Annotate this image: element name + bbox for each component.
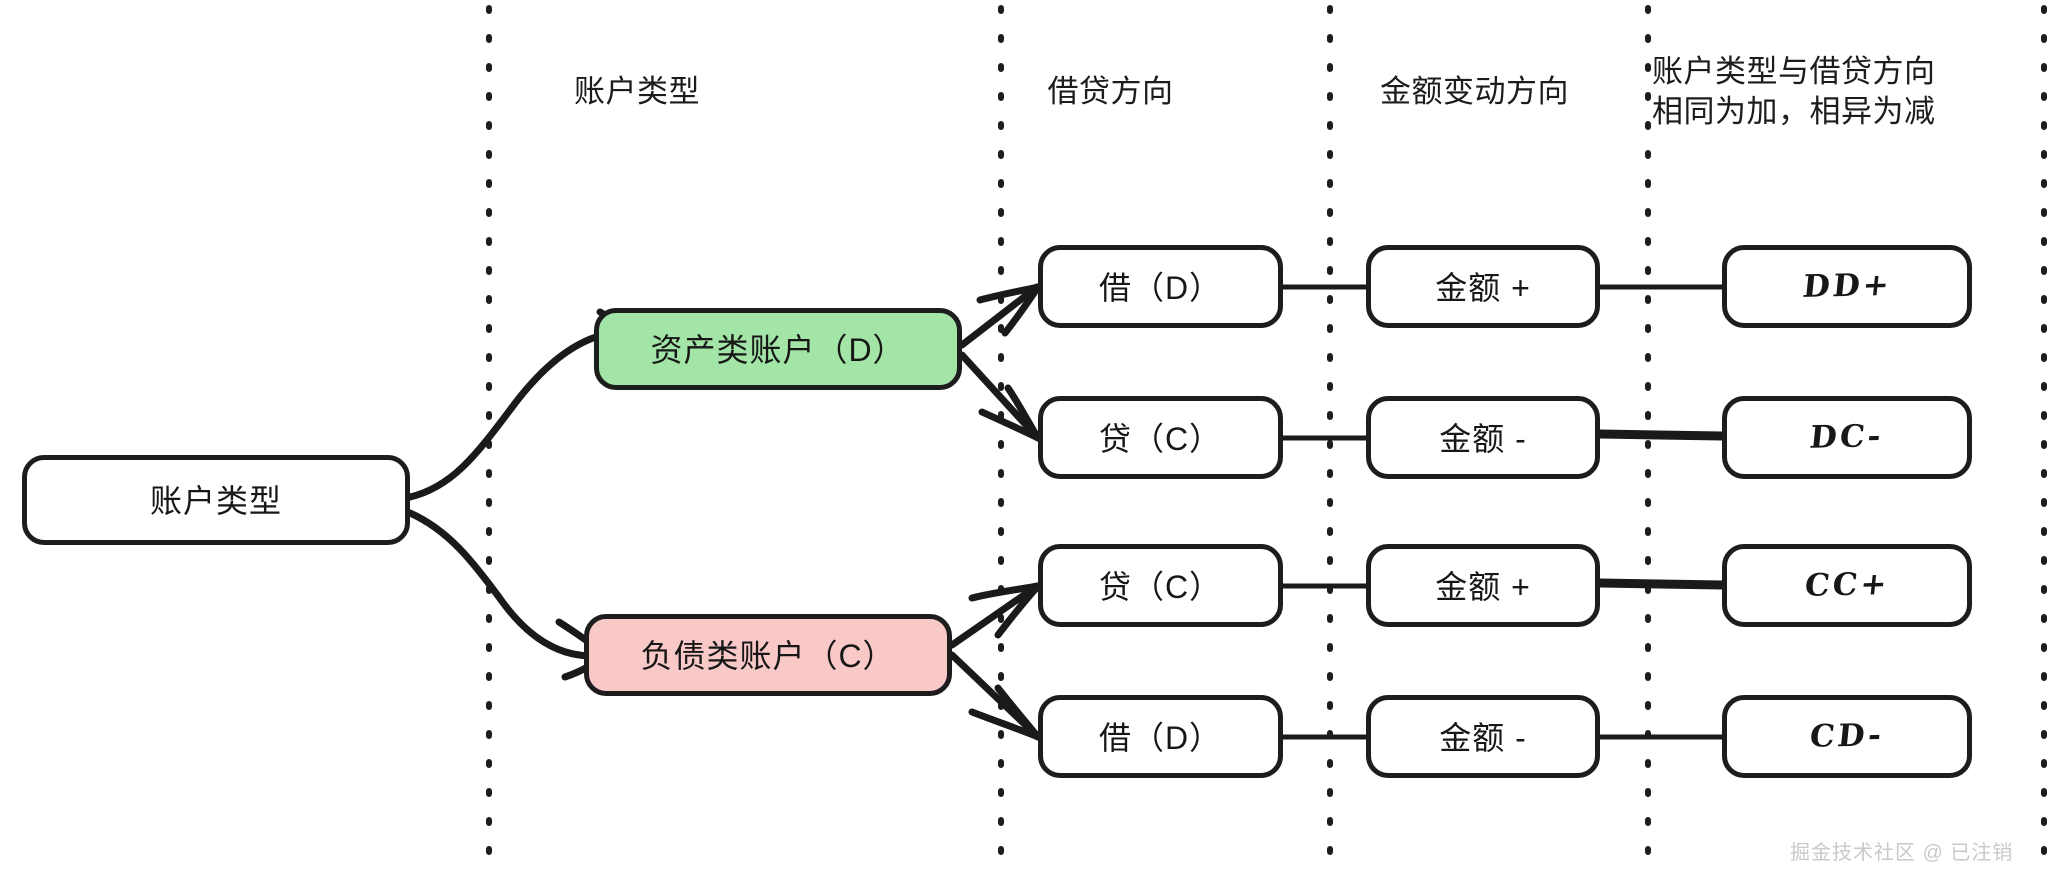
node-result-2[interactable]: DC- (1722, 396, 1972, 479)
node-direction-3-label: 贷（C） (1098, 568, 1223, 605)
node-root[interactable]: 账户类型 (22, 455, 410, 545)
node-direction-4-label: 借（D） (1098, 719, 1223, 756)
node-result-3-label: CC+ (1802, 565, 1892, 604)
node-result-4[interactable]: CD- (1722, 695, 1972, 778)
node-result-4-label: CD- (1808, 716, 1886, 755)
node-result-2-label: DC- (1808, 417, 1886, 456)
node-amount-4-label: 金额 - (1439, 719, 1527, 756)
edge-root-to-liability (406, 509, 611, 681)
edge-liability-to-dir3 (948, 582, 1042, 649)
watermark: 掘金技术社区 @ 已注销 (1790, 842, 2014, 864)
node-amount-4[interactable]: 金额 - (1366, 695, 1600, 778)
column-header-amount-change: 金额变动方向 (1380, 74, 1569, 109)
node-liability-account-label: 负债类账户（C） (640, 638, 896, 674)
edge-asset-to-dir2 (958, 351, 1042, 442)
node-direction-3[interactable]: 贷（C） (1038, 544, 1283, 627)
node-asset-account-label: 资产类账户（D） (650, 332, 906, 368)
node-result-1-label: DD+ (1800, 266, 1894, 305)
node-liability-account[interactable]: 负债类账户（C） (584, 614, 952, 696)
node-root-label: 账户类型 (149, 483, 282, 519)
edge-amt3-to-res3 (1595, 578, 1727, 590)
column-header-account-type: 账户类型 (574, 74, 700, 109)
node-asset-account[interactable]: 资产类账户（D） (594, 308, 962, 390)
node-amount-1-label: 金额 + (1435, 269, 1531, 306)
edge-asset-to-dir1 (958, 283, 1042, 349)
node-direction-4[interactable]: 借（D） (1038, 695, 1283, 778)
node-result-3[interactable]: CC+ (1722, 544, 1972, 627)
node-direction-2-label: 贷（C） (1098, 420, 1223, 457)
column-header-rule: 账户类型与借贷方向 相同为加，相异为减 (1652, 54, 1936, 130)
node-amount-2[interactable]: 金额 - (1366, 396, 1600, 479)
node-amount-3[interactable]: 金额 + (1366, 544, 1600, 627)
node-amount-3-label: 金额 + (1435, 568, 1531, 605)
node-result-1[interactable]: DD+ (1722, 245, 1972, 328)
node-direction-2[interactable]: 贷（C） (1038, 396, 1283, 479)
node-amount-1[interactable]: 金额 + (1366, 245, 1600, 328)
node-direction-1-label: 借（D） (1098, 269, 1223, 306)
node-amount-2-label: 金额 - (1439, 420, 1527, 457)
edge-liability-to-dir4 (948, 651, 1042, 741)
edge-amt2-to-res2 (1595, 429, 1727, 441)
node-direction-1[interactable]: 借（D） (1038, 245, 1283, 328)
column-header-debit-credit: 借贷方向 (1047, 74, 1174, 109)
